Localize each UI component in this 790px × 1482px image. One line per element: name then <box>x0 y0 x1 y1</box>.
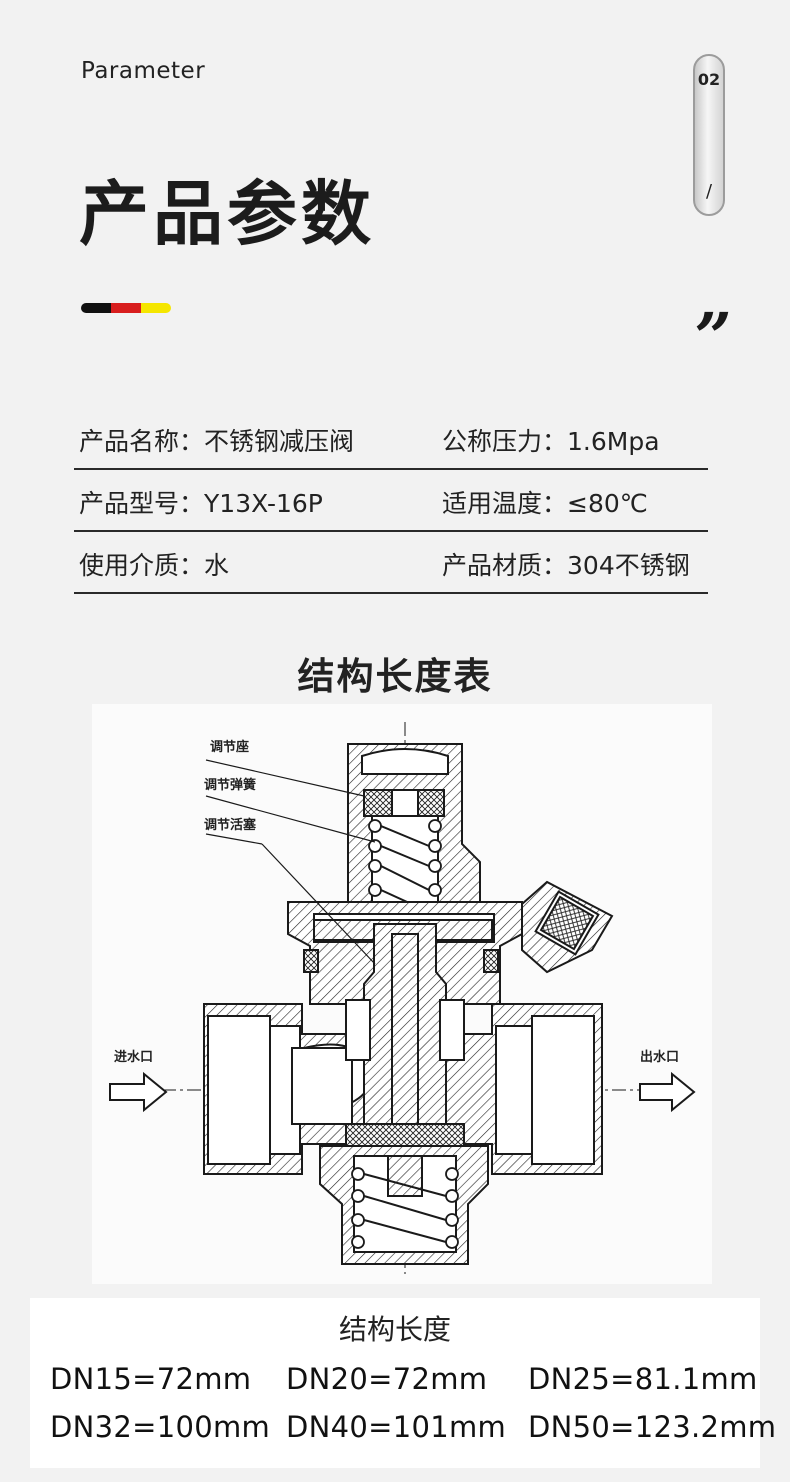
length-item: DN50=123.2mm <box>528 1410 777 1444</box>
label-outlet: 出水口 <box>640 1050 680 1065</box>
diagram-title: 结构长度表 <box>297 655 493 698</box>
length-item: DN40=101mm <box>286 1410 507 1444</box>
length-item: DN15=72mm <box>50 1362 252 1396</box>
spec-cell: 适用温度：≤80℃ <box>442 484 648 520</box>
valve-cross-section-diagram: 调节座 调节弹簧 调节活塞 进水口 出水口 <box>92 704 712 1284</box>
length-item: DN32=100mm <box>50 1410 271 1444</box>
stripe-black <box>81 303 111 313</box>
label-inlet: 进水口 <box>114 1050 154 1065</box>
length-item: DN25=81.1mm <box>528 1362 758 1396</box>
spec-cell: 使用介质：水 <box>79 546 229 582</box>
quote-icon: ” <box>686 298 736 376</box>
spec-value: Y13X-16P <box>204 489 323 518</box>
spec-row: 产品型号：Y13X-16P 适用温度：≤80℃ <box>74 470 708 532</box>
spec-cell: 产品名称：不锈钢减压阀 <box>79 422 354 458</box>
label-adjust-seat: 调节座 <box>210 740 250 755</box>
spec-value: 1.6Mpa <box>567 427 660 456</box>
spec-label: 适用温度： <box>442 489 568 518</box>
spec-cell: 公称压力：1.6Mpa <box>442 422 660 458</box>
spec-label: 使用介质： <box>79 551 205 580</box>
structure-length-box: 结构长度 DN15=72mm DN20=72mm DN25=81.1mm DN3… <box>30 1298 776 1468</box>
label-adjust-spring: 调节弹簧 <box>204 778 257 793</box>
color-stripe <box>81 303 171 313</box>
spec-cell: 产品材质：304不锈钢 <box>442 546 690 582</box>
stripe-red <box>111 303 141 313</box>
spec-value: 水 <box>204 551 230 580</box>
page-slash: / <box>705 181 713 202</box>
page-indicator: 02 / <box>693 54 725 216</box>
label-adjust-piston: 调节活塞 <box>204 818 257 833</box>
spec-value: ≤80℃ <box>567 489 648 518</box>
spec-label: 产品材质： <box>442 551 568 580</box>
eyebrow-text: Parameter <box>81 58 206 84</box>
lengths-title: 结构长度 <box>338 1313 451 1346</box>
page-title: 产品参数 <box>79 173 375 255</box>
page-number: 02 <box>697 70 721 89</box>
spec-value: 不锈钢减压阀 <box>204 427 355 456</box>
spec-value: 304不锈钢 <box>567 551 690 580</box>
stripe-yellow <box>141 303 171 313</box>
spec-cell: 产品型号：Y13X-16P <box>79 484 323 520</box>
spec-label: 产品名称： <box>79 427 205 456</box>
spec-row: 产品名称：不锈钢减压阀 公称压力：1.6Mpa <box>74 408 708 470</box>
valve-drawing <box>109 722 696 1274</box>
spec-table: 产品名称：不锈钢减压阀 公称压力：1.6Mpa 产品型号：Y13X-16P 适用… <box>74 408 708 594</box>
spec-label: 公称压力： <box>442 427 568 456</box>
spec-row: 使用介质：水 产品材质：304不锈钢 <box>74 532 708 594</box>
length-item: DN20=72mm <box>286 1362 488 1396</box>
spec-label: 产品型号： <box>79 489 205 518</box>
